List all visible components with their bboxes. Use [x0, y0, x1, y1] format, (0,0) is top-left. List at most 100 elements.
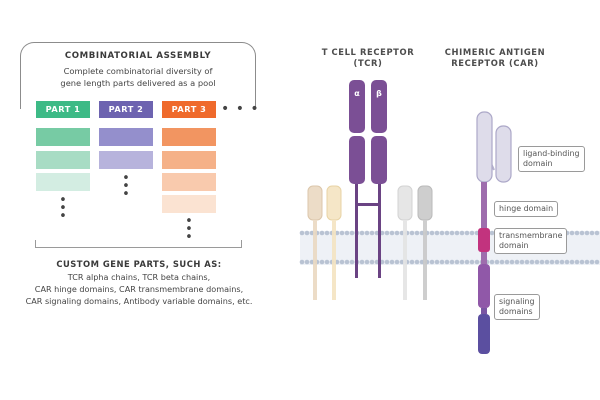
custom-parts-line-2: CAR hinge domains, CAR transmembrane dom…	[34, 284, 244, 294]
membrane-bead	[584, 259, 590, 265]
transmembrane-label-line-2: domain	[499, 241, 529, 250]
membrane-bead	[299, 259, 305, 265]
tcr-disulfide-bridge	[355, 203, 381, 206]
membrane-bead	[394, 230, 400, 236]
membrane-bead	[364, 230, 370, 236]
tcr-title: T CELL RECEPTOR (TCR)	[316, 47, 420, 69]
membrane-bead	[304, 230, 310, 236]
membrane-bead	[464, 259, 470, 265]
hinge-domain-label: hinge domain	[494, 201, 559, 217]
membrane-bead	[589, 259, 595, 265]
part-1-cell	[36, 128, 90, 146]
membrane-bead	[469, 230, 475, 236]
membrane-bead	[434, 259, 440, 265]
car-signaling-domain-2	[478, 314, 490, 354]
membrane-bead	[504, 259, 510, 265]
membrane-bead	[554, 259, 560, 265]
membrane-bead	[444, 230, 450, 236]
membrane-bead	[524, 259, 530, 265]
membrane-bead	[579, 259, 585, 265]
membrane-bead	[579, 230, 585, 236]
membrane-bead	[389, 230, 395, 236]
membrane-bead	[534, 259, 540, 265]
ligand-binding-domain-label: ligand-binding domain	[518, 146, 585, 172]
membrane-bead	[529, 259, 535, 265]
membrane-bead	[544, 259, 550, 265]
membrane-bead	[449, 259, 455, 265]
background-receptors	[307, 185, 433, 300]
membrane-bead	[369, 230, 375, 236]
membrane-bead	[324, 259, 330, 265]
bg-receptor-grey-head	[417, 185, 433, 221]
membrane-bead	[439, 230, 445, 236]
custom-parts-line-1: TCR alpha chains, TCR beta chains,	[67, 272, 211, 282]
membrane-bead	[564, 259, 570, 265]
custom-parts-title: CUSTOM GENE PARTS, SUCH AS:	[56, 259, 222, 269]
tcr-alpha-upper-domain	[349, 80, 365, 133]
membrane-bead	[304, 259, 310, 265]
part-3-more-dots: • • •	[185, 214, 193, 245]
membrane-bead	[409, 259, 415, 265]
assembly-subtitle-line-1: Complete combinatorial diversity of	[63, 66, 213, 76]
membrane-bead	[434, 230, 440, 236]
part-2-cell	[99, 151, 153, 169]
bg-receptor-grey-light-head	[397, 185, 413, 221]
ligand-label-line-1: ligand-binding	[523, 149, 580, 158]
transmembrane-label-line-1: transmembrane	[499, 231, 563, 240]
tcr-beta-upper-domain	[371, 80, 387, 133]
part-3-header: PART 3	[162, 101, 216, 118]
custom-parts-line-3: CAR signaling domains, Antibody variable…	[25, 296, 253, 306]
tcr-beta-lower-domain	[371, 136, 387, 184]
membrane-bead	[359, 259, 365, 265]
bg-receptor-yellow-stem	[332, 220, 336, 300]
tcr-alpha-stem	[355, 184, 358, 278]
membrane-bead	[559, 259, 565, 265]
membrane-bead	[409, 230, 415, 236]
membrane-bead	[514, 259, 520, 265]
membrane-bead	[369, 259, 375, 265]
membrane-bead	[459, 259, 465, 265]
ligand-label-line-2: domain	[523, 159, 553, 168]
membrane-bead	[474, 259, 480, 265]
car-receptor	[476, 111, 512, 354]
tcr-receptor: α β	[349, 80, 387, 278]
membrane-bead	[549, 259, 555, 265]
membrane-bead	[344, 259, 350, 265]
assembly-title: COMBINATORIAL ASSEMBLY	[64, 51, 212, 61]
membrane-bead	[439, 259, 445, 265]
transmembrane-domain-label: transmembrane domain	[494, 228, 568, 254]
signaling-label-line-2: domains	[499, 307, 533, 316]
assembly-bracket	[20, 42, 256, 109]
part-1-cell	[36, 173, 90, 191]
membrane-bead	[429, 230, 435, 236]
car-connector	[481, 252, 487, 264]
membrane-bead	[464, 230, 470, 236]
membrane-bead	[509, 259, 515, 265]
part-1-more-dots: • • •	[59, 193, 67, 224]
membrane-bead	[539, 259, 545, 265]
membrane-bead	[384, 259, 390, 265]
bg-receptor-yellow-head	[326, 185, 342, 221]
car-transmembrane-segment	[478, 228, 490, 252]
tcr-beta-stem	[378, 184, 381, 278]
car-ligand-domain-right	[495, 125, 512, 183]
tcr-alpha-lower-domain	[349, 136, 365, 184]
part-2-more-dots: • • •	[122, 171, 130, 202]
car-hinge-segment	[481, 182, 487, 228]
part-2-cell	[99, 128, 153, 146]
membrane-bead	[594, 230, 600, 236]
part-3-cell	[162, 151, 216, 169]
part-1-header: PART 1	[36, 101, 90, 118]
bg-receptor-grey-light-stem	[403, 220, 407, 300]
membrane-bead	[364, 259, 370, 265]
membrane-bead	[569, 259, 575, 265]
car-signaling-domain-1	[478, 264, 490, 308]
membrane-bead	[569, 230, 575, 236]
membrane-bead	[489, 259, 495, 265]
bg-receptor-tan-head	[307, 185, 323, 221]
tcr-alpha-label: α	[354, 89, 360, 98]
hinge-label-text: hinge domain	[499, 204, 554, 213]
membrane-bead	[324, 230, 330, 236]
more-parts-dots: • • •	[221, 101, 260, 117]
membrane-bead	[589, 230, 595, 236]
